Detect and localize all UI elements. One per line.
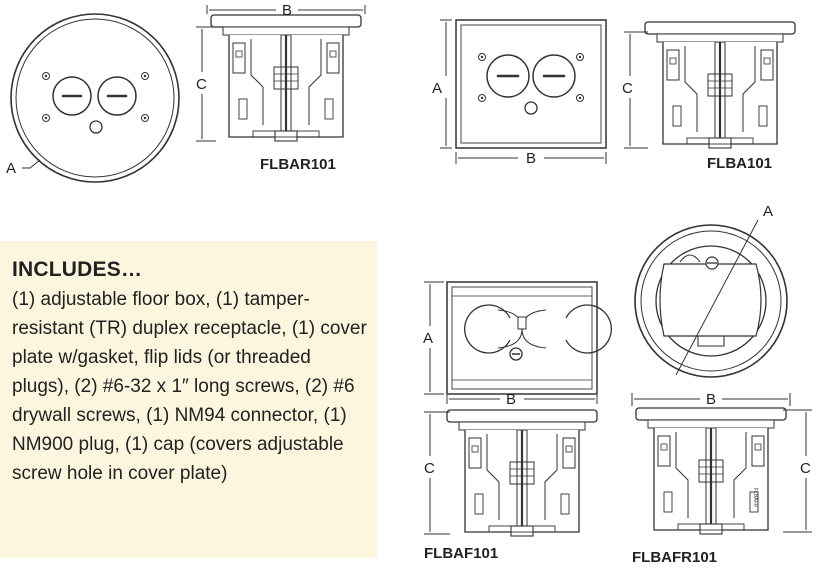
round-cover-plate-view [10, 13, 180, 183]
includes-text: (1) adjustable floor box, (1) tamper-res… [12, 289, 367, 484]
round-recessed-side-view [209, 13, 363, 143]
dim-b-line [455, 152, 607, 164]
dim-b-line [446, 395, 598, 404]
rectangular-side-view [643, 20, 797, 150]
dim-c-line [424, 411, 450, 535]
includes-heading: INCLUDES… [12, 258, 143, 281]
dim-label-c: C [424, 460, 435, 477]
model-label-flba101: FLBA101 [707, 155, 772, 172]
svg-text:FLBAFR: FLBAFR [752, 488, 758, 508]
model-label-flbafr101: FLBAFR101 [632, 549, 717, 566]
dim-label-a: A [763, 203, 773, 220]
dim-label-a: A [6, 160, 16, 177]
dim-label-b: B [506, 391, 516, 408]
dim-b-line [206, 5, 366, 14]
round-flip-lid-cover-plate-view [634, 219, 788, 378]
flip-lid-cover-plate-view [446, 281, 612, 395]
model-label-flbar101: FLBAR101 [260, 156, 336, 173]
dim-a-line [440, 19, 452, 149]
dim-label-a: A [423, 330, 433, 347]
dim-label-c: C [800, 460, 811, 477]
dim-label-b: B [526, 150, 536, 167]
dim-c-line [624, 31, 648, 149]
flip-lid-side-view [445, 408, 599, 538]
round-flip-lid-side-view: FLBAFR [634, 406, 788, 536]
dim-c-line [196, 26, 216, 142]
dim-a-line [424, 281, 444, 395]
dim-label-c: C [622, 80, 633, 97]
dim-c-line [783, 409, 812, 533]
dim-label-b: B [282, 2, 292, 19]
dim-label-a: A [432, 80, 442, 97]
dim-b-line [631, 393, 791, 406]
model-label-flbaf101: FLBAF101 [424, 545, 498, 562]
includes-panel: INCLUDES… (1) adjustable floor box, (1) … [0, 241, 377, 558]
dim-label-c: C [196, 76, 207, 93]
dim-label-b: B [706, 391, 716, 408]
rectangular-cover-plate-view [455, 19, 607, 149]
